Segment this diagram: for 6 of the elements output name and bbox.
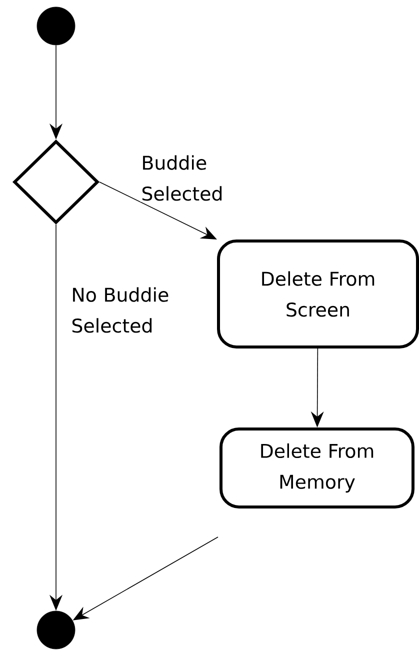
action-box: Delete From Memory (220, 428, 414, 508)
circle-marker (36, 610, 76, 650)
edge-label: Buddie Selected (142, 155, 222, 201)
action-box: Delete From Screen (217, 240, 419, 348)
circle-marker (36, 6, 76, 46)
edge-label: No Buddie Selected (72, 287, 168, 333)
